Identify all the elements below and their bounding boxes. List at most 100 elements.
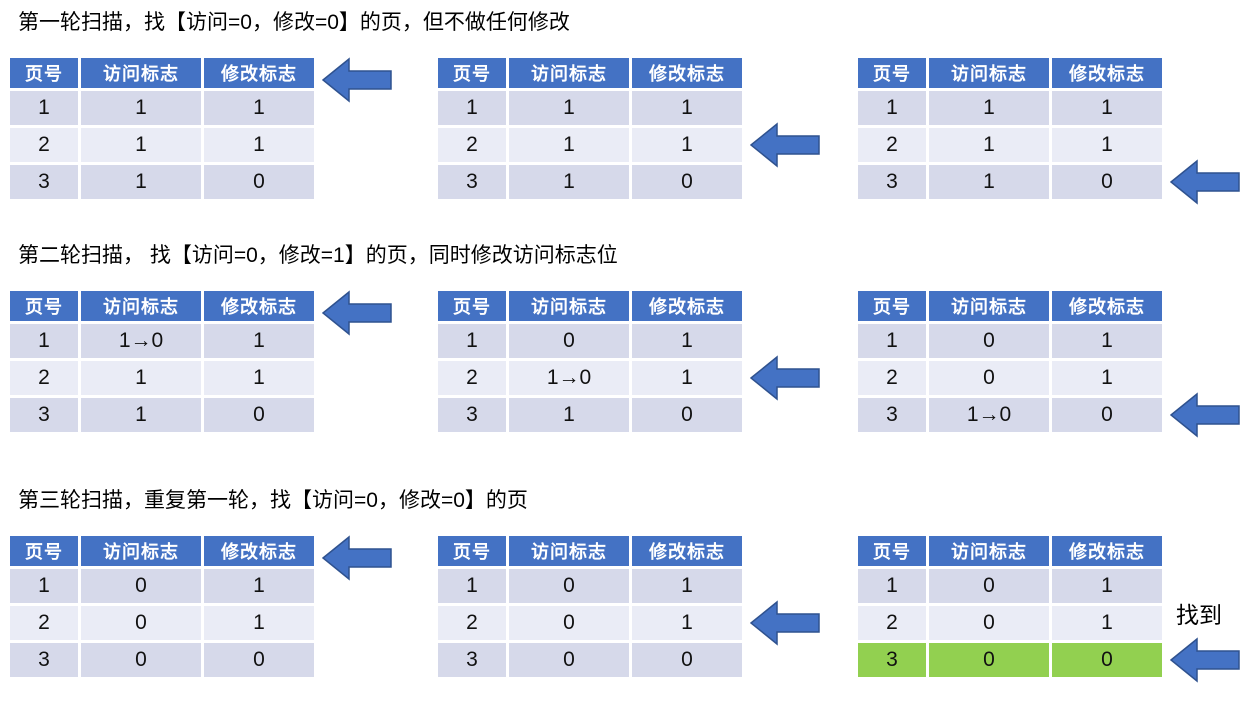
page-table-group: 页号 访问标志 修改标志 1 1 1 2 1 1 3 1 0: [438, 58, 838, 210]
modify-flag-cell: 1: [204, 128, 314, 162]
page-number-cell: 3: [438, 165, 506, 199]
scan-round-section: 第二轮扫描， 找【访问=0，修改=1】的页，同时修改访问标志位 页号 访问标志 …: [0, 241, 1241, 443]
table-row: 1 0 1: [858, 569, 1162, 603]
header-cell-access-flag: 访问标志: [929, 58, 1049, 88]
modify-flag-cell: 1: [1052, 569, 1162, 603]
access-flag-cell: 1: [509, 91, 629, 125]
header-cell-modify-flag: 修改标志: [1052, 58, 1162, 88]
modify-flag-cell: 1: [632, 569, 742, 603]
table-row: 2 1→0 1: [438, 361, 742, 395]
modify-flag-cell: 1: [632, 361, 742, 395]
modify-flag-cell: 1: [204, 569, 314, 603]
table-row: 2 0 1: [858, 606, 1162, 640]
access-flag-cell: 1→0: [81, 324, 201, 358]
page-table-group: 页号 访问标志 修改标志 1 0 1 2 0 1 3 0 0: [438, 536, 838, 688]
page-number-cell: 2: [10, 361, 78, 395]
header-cell-page-number: 页号: [858, 291, 926, 321]
access-flag-cell: 1→0: [929, 398, 1049, 432]
access-flag-cell: 0: [929, 361, 1049, 395]
modify-flag-cell: 0: [632, 165, 742, 199]
page-number-cell: 3: [10, 398, 78, 432]
scan-round-section: 第三轮扫描，重复第一轮，找【访问=0，修改=0】的页 页号 访问标志 修改标志 …: [0, 486, 1241, 688]
page-flag-table: 页号 访问标志 修改标志 1 0 1 2 0 1 3 0 0: [858, 536, 1162, 680]
table-header-row: 页号 访问标志 修改标志: [10, 58, 314, 88]
access-flag-cell: 0: [509, 643, 629, 677]
page-number-cell: 2: [438, 606, 506, 640]
tables-row: 页号 访问标志 修改标志 1 1 1 2 1 1 3 1 0 页号 访问标志 修…: [0, 57, 1241, 210]
pointer-arrow-icon: [1170, 637, 1240, 683]
modify-flag-cell: 0: [1052, 165, 1162, 199]
table-row: 1 0 1: [438, 324, 742, 358]
table-row: 3 1 0: [438, 165, 742, 199]
table-row: 3 0 0: [858, 643, 1162, 677]
page-table-group: 页号 访问标志 修改标志 1 0 1 2 0 1 3 1→0 0: [858, 291, 1241, 443]
page-flag-table: 页号 访问标志 修改标志 1 0 1 2 1→0 1 3 1 0: [438, 291, 742, 435]
modify-flag-cell: 1: [632, 606, 742, 640]
page-number-cell: 1: [10, 91, 78, 125]
modify-flag-cell: 1: [1052, 361, 1162, 395]
table-row: 1 1 1: [858, 91, 1162, 125]
page-number-cell: 2: [10, 606, 78, 640]
page-number-cell: 2: [858, 606, 926, 640]
table-row: 3 1 0: [858, 165, 1162, 199]
page-number-cell: 2: [858, 128, 926, 162]
header-cell-page-number: 页号: [858, 536, 926, 566]
header-cell-page-number: 页号: [10, 536, 78, 566]
page-flag-table: 页号 访问标志 修改标志 1 0 1 2 0 1 3 0 0: [438, 536, 742, 680]
access-flag-cell: 0: [509, 569, 629, 603]
page-table-group: 页号 访问标志 修改标志 1 0 1 2 1→0 1 3 1 0: [438, 291, 838, 443]
page-number-cell: 3: [438, 398, 506, 432]
page-flag-table: 页号 访问标志 修改标志 1 1 1 2 1 1 3 1 0: [438, 58, 742, 202]
page-number-cell: 1: [438, 324, 506, 358]
modify-flag-cell: 0: [1052, 398, 1162, 432]
table-row: 3 1 0: [10, 165, 314, 199]
pointer-arrow-icon: [750, 600, 820, 646]
modify-flag-cell: 1: [1052, 91, 1162, 125]
header-cell-access-flag: 访问标志: [509, 58, 629, 88]
page-number-cell: 3: [10, 643, 78, 677]
table-row: 2 0 1: [438, 606, 742, 640]
page-number-cell: 2: [10, 128, 78, 162]
table-row: 1 1→0 1: [10, 324, 314, 358]
access-flag-cell: 0: [929, 606, 1049, 640]
pointer-arrow-icon: [322, 290, 392, 336]
modify-flag-cell: 1: [204, 606, 314, 640]
table-row: 3 1 0: [438, 398, 742, 432]
access-flag-cell: 1: [929, 91, 1049, 125]
modify-flag-cell: 1: [1052, 606, 1162, 640]
access-flag-cell: 0: [81, 606, 201, 640]
table-header-row: 页号 访问标志 修改标志: [438, 58, 742, 88]
page-table-group: 页号 访问标志 修改标志 1 1→0 1 2 1 1 3 1 0: [10, 290, 410, 443]
modify-flag-cell: 1: [204, 361, 314, 395]
table-row: 1 1 1: [438, 91, 742, 125]
table-header-row: 页号 访问标志 修改标志: [858, 536, 1162, 566]
page-number-cell: 1: [438, 569, 506, 603]
table-row: 2 1 1: [10, 361, 314, 395]
page-number-cell: 3: [438, 643, 506, 677]
modify-flag-cell: 1: [632, 324, 742, 358]
access-flag-cell: 1: [929, 128, 1049, 162]
scan-round-section: 第一轮扫描，找【访问=0，修改=0】的页，但不做任何修改 页号 访问标志 修改标…: [0, 8, 1241, 210]
header-cell-page-number: 页号: [438, 536, 506, 566]
access-flag-cell: 0: [929, 569, 1049, 603]
header-cell-access-flag: 访问标志: [81, 58, 201, 88]
access-flag-cell: 1: [509, 128, 629, 162]
page-flag-table: 页号 访问标志 修改标志 1 1 1 2 1 1 3 1 0: [10, 58, 314, 202]
header-cell-modify-flag: 修改标志: [204, 58, 314, 88]
access-flag-cell: 0: [929, 643, 1049, 677]
pointer-arrow-icon: [750, 122, 820, 168]
access-flag-cell: 1: [81, 398, 201, 432]
header-cell-access-flag: 访问标志: [81, 291, 201, 321]
pointer-arrow-icon: [1170, 392, 1240, 438]
table-row: 3 0 0: [10, 643, 314, 677]
modify-flag-cell: 1: [1052, 128, 1162, 162]
header-cell-modify-flag: 修改标志: [204, 536, 314, 566]
section-title: 第一轮扫描，找【访问=0，修改=0】的页，但不做任何修改: [18, 11, 570, 34]
modify-flag-cell: 0: [632, 643, 742, 677]
table-row: 3 1 0: [10, 398, 314, 432]
table-header-row: 页号 访问标志 修改标志: [858, 291, 1162, 321]
tables-row: 页号 访问标志 修改标志 1 0 1 2 0 1 3 0 0 页号 访问标志 修…: [0, 535, 1241, 688]
access-flag-cell: 1: [81, 91, 201, 125]
modify-flag-cell: 1: [204, 91, 314, 125]
